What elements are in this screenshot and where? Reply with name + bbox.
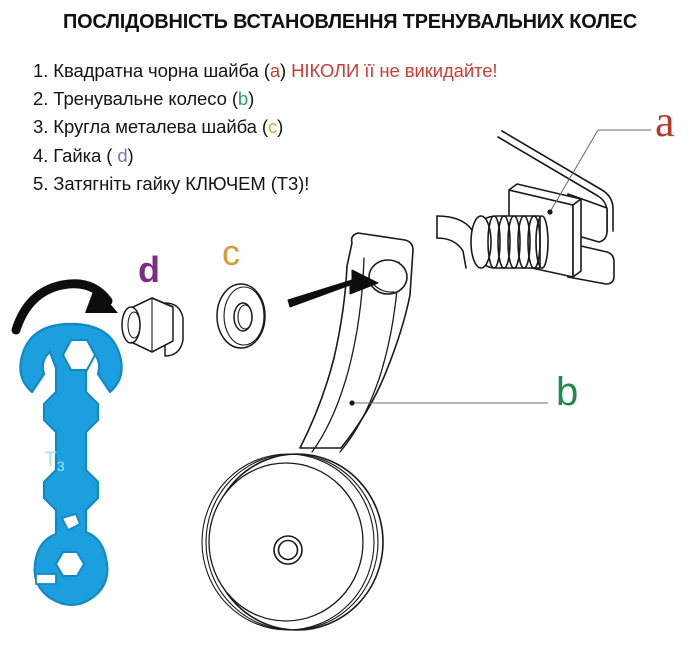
wrench-size-number: 3	[56, 458, 65, 475]
bolt-thread-2	[497, 215, 511, 269]
step-text-close: )	[127, 144, 134, 166]
nut-bore-outer	[121, 306, 141, 344]
bracket-fold-left	[311, 257, 365, 453]
wrench-body	[19, 322, 123, 607]
wrench-size-letter: T	[44, 448, 57, 471]
nut-bore-inner	[127, 311, 141, 339]
step-number: 5.	[33, 172, 49, 194]
bolt-thread-6	[535, 215, 549, 269]
leader-dot-b	[349, 400, 355, 406]
list-item: 1. Квадратна чорна шайба (a) НІКОЛИ її н…	[33, 57, 498, 85]
step-text: Тренувальне колесо (	[53, 88, 238, 110]
wheel-tread-band-2	[201, 453, 375, 631]
step-number: 3.	[33, 116, 49, 138]
fork-blade-inner	[501, 130, 614, 232]
threaded-bolt	[470, 215, 549, 269]
step-tag-d: d	[117, 144, 128, 166]
list-item: 3. Кругла металева шайба (c)	[33, 113, 453, 141]
washer-bore-edge	[237, 304, 253, 330]
leader-dot-a	[547, 209, 553, 215]
wrench-open-jaw	[35, 573, 57, 585]
bracket-fold-right	[339, 261, 400, 453]
wheel-hub-inner	[277, 539, 299, 561]
callout-label-a: a	[655, 97, 675, 146]
instruction-step-list: 1. Квадратна чорна шайба (a) НІКОЛИ її н…	[33, 57, 498, 198]
wrench-hex-opening-bottom	[54, 551, 86, 577]
frame-stay-bottom	[436, 237, 467, 269]
page-title: ПОСЛІДОВНІСТЬ ВСТАНОВЛЕННЯ ТРЕНУВАЛЬНИХ …	[63, 10, 637, 33]
step-number: 4.	[33, 144, 49, 166]
bracket-mounting-hole	[368, 259, 408, 295]
step-text: Квадратна чорна шайба (	[53, 60, 270, 81]
step-tag-a: a	[269, 60, 281, 81]
wrench-size-label: T3	[44, 448, 65, 474]
step-number: 2.	[33, 88, 49, 110]
bolt-thread-4	[517, 215, 531, 269]
callout-label-c: c	[222, 232, 240, 273]
wrench-hex-opening-top	[61, 339, 97, 371]
training-wheel	[201, 453, 384, 631]
rotation-arrow	[11, 279, 118, 335]
list-item: 5. Затягніть гайку КЛЮЧЕМ (Т3)!	[33, 170, 453, 198]
wrench-t3	[19, 322, 123, 607]
callout-leader-a	[547, 129, 651, 215]
washer-right-bevel	[572, 198, 582, 278]
hex-flange-nut	[121, 297, 184, 357]
frame-dropout-group	[436, 130, 615, 285]
bolt-thread-3	[507, 215, 521, 269]
callout-label-d: d	[138, 249, 160, 290]
callout-leader-b	[349, 400, 548, 406]
list-item: 2. Тренувальне колесо (b)	[33, 85, 453, 113]
step-text-close: )	[277, 116, 284, 138]
assembly-direction-arrow	[287, 269, 379, 308]
rotation-arrow-head	[85, 286, 118, 313]
callout-label-b: b	[556, 370, 579, 414]
nut-bottom-rim	[130, 340, 174, 353]
step-text: Гайка (	[53, 144, 118, 166]
training-wheel-assembly	[201, 232, 414, 631]
step-text: Затягніть гайку КЛЮЧЕМ (Т3)!	[53, 172, 310, 194]
step-text-close: )	[248, 88, 255, 110]
bolt-tip	[470, 215, 492, 269]
warning-text: НІКОЛИ її не викидайте!	[291, 60, 498, 81]
step-tag-c: c	[267, 116, 278, 138]
bolt-thread-1	[487, 215, 501, 269]
bolt-thread-5	[527, 215, 541, 269]
step-text: Кругла металева шайба (	[53, 116, 268, 138]
wrench-spoke-slot	[60, 512, 82, 532]
round-metal-washer	[216, 283, 266, 349]
washer-outer-ring-inner-edge	[223, 286, 265, 346]
step-tag-b: b	[237, 88, 249, 110]
step-text-close: )	[280, 60, 287, 81]
step-number: 1.	[33, 60, 49, 81]
list-item: 4. Гайка ( d)	[33, 142, 453, 170]
